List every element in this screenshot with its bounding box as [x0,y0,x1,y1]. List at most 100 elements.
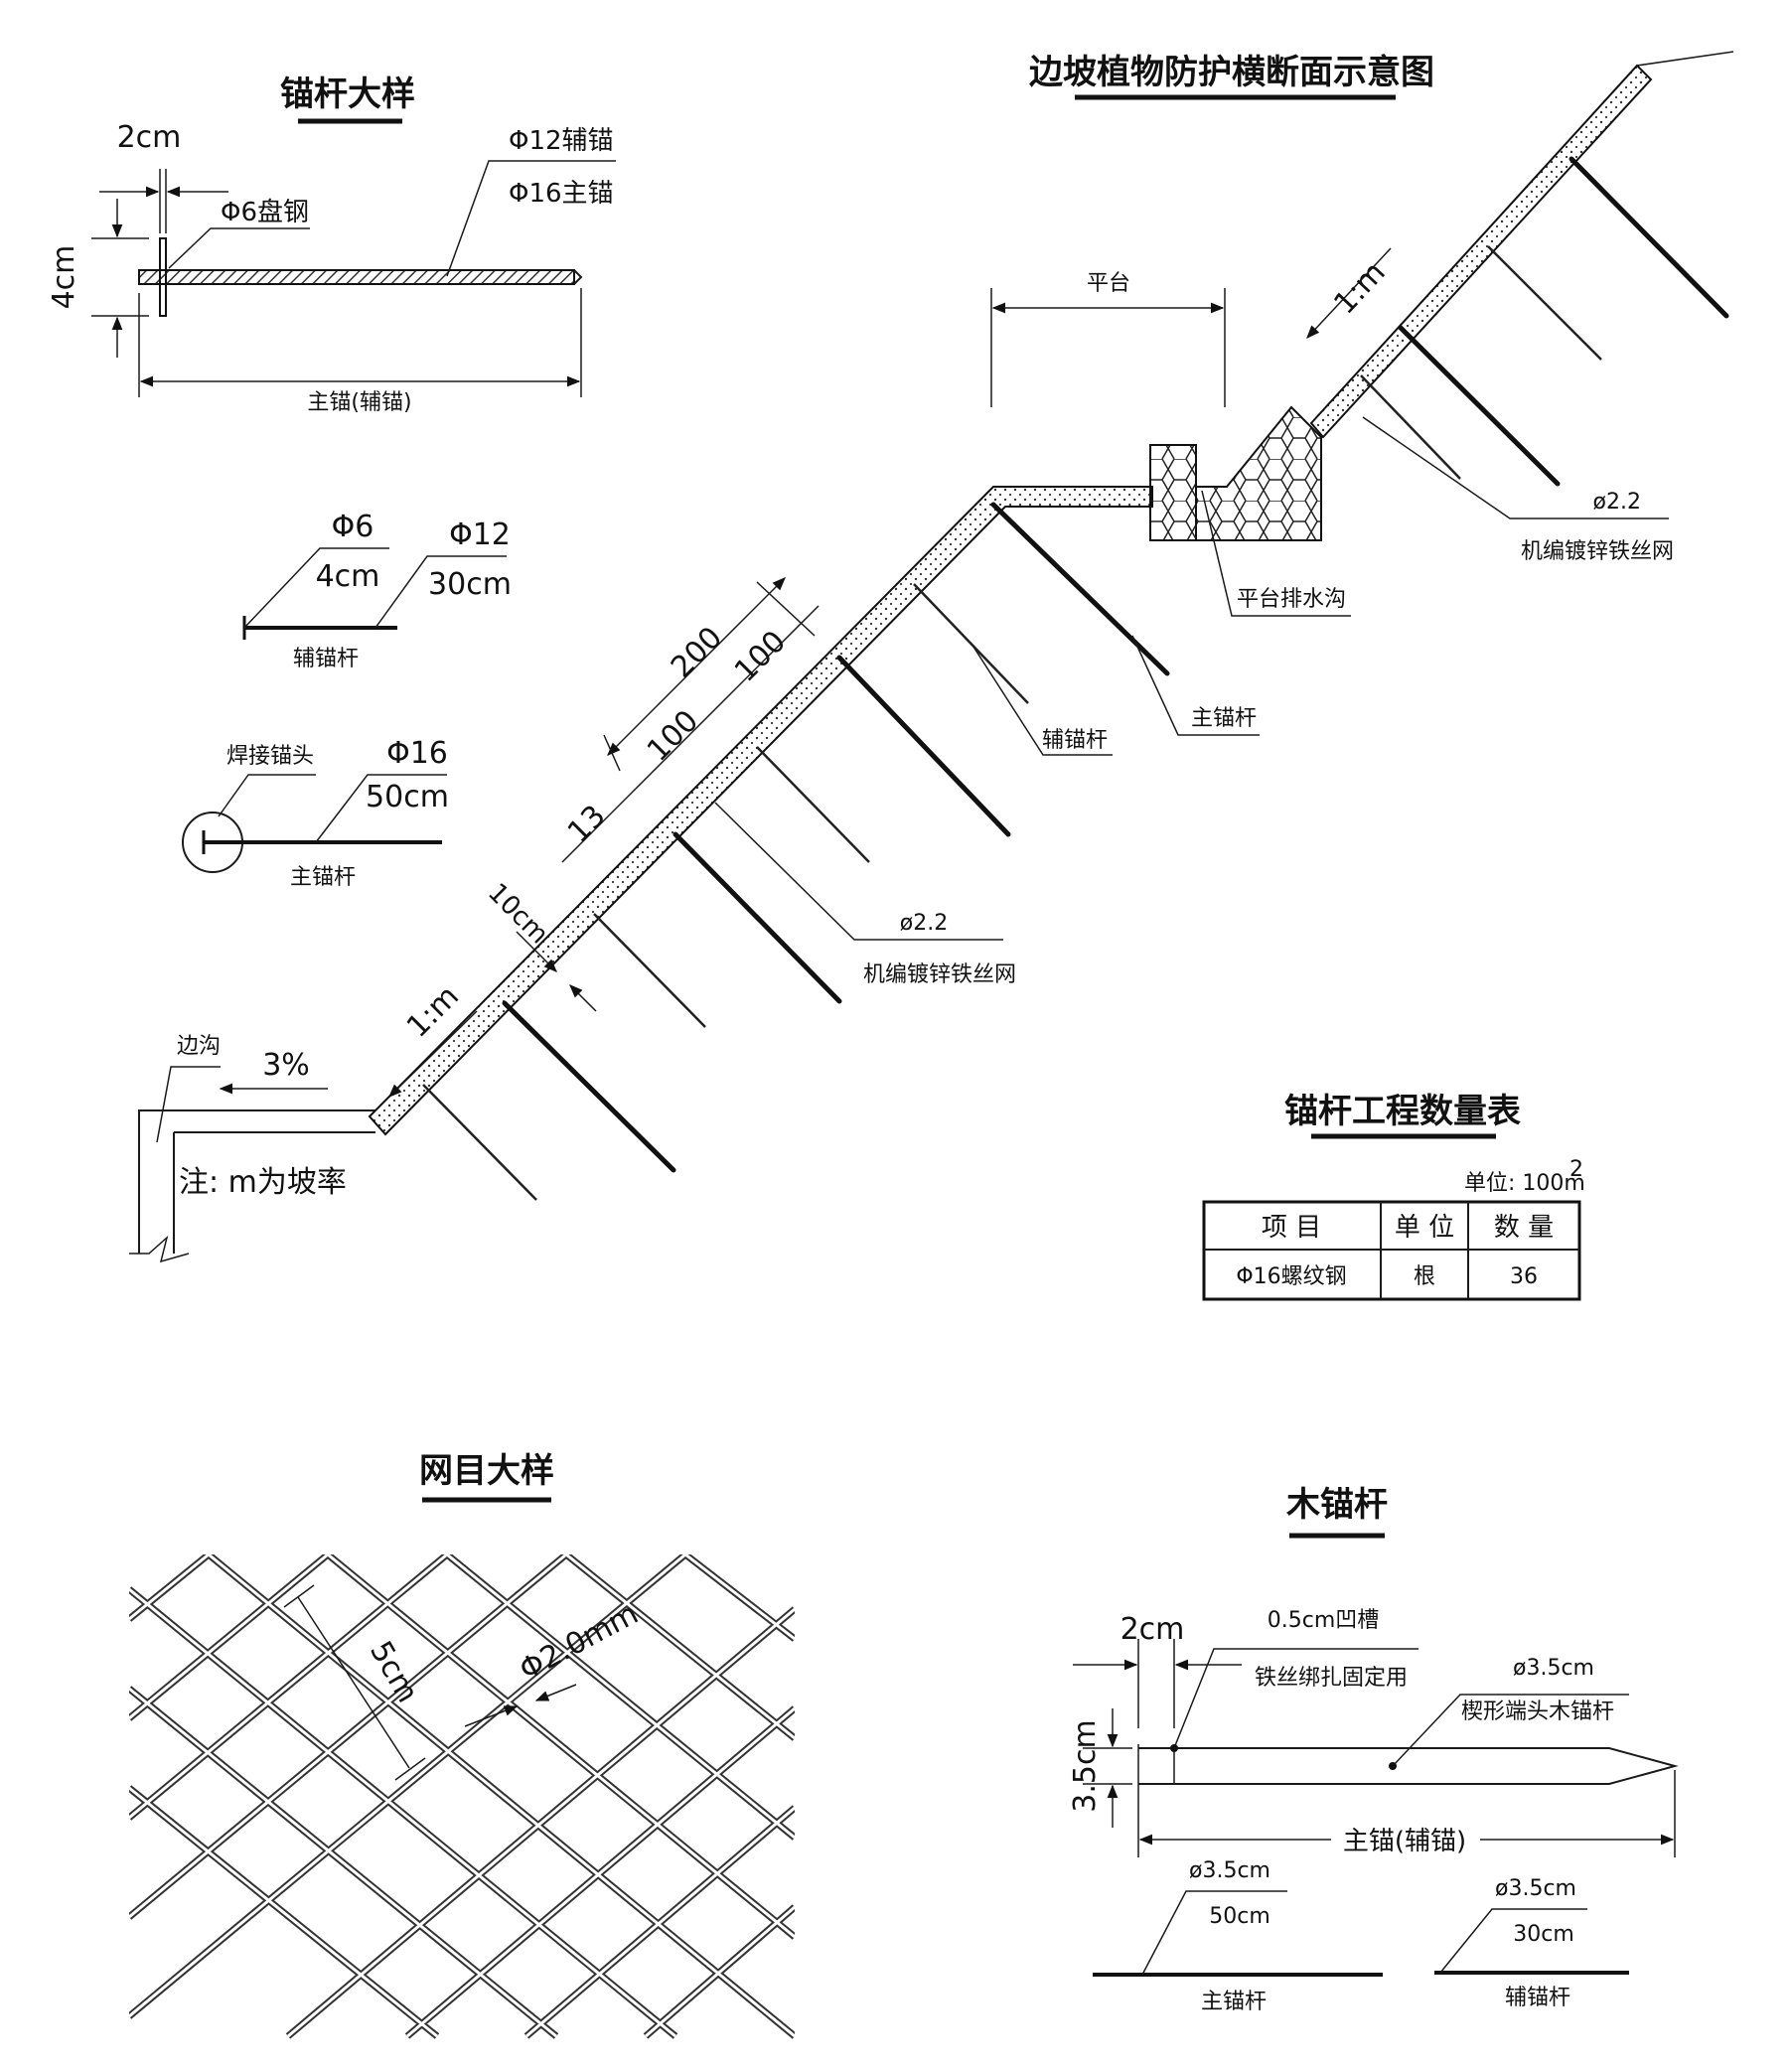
leader-line [156,1066,221,1143]
main-name: 主锚杆 [290,865,356,890]
wood-title: 木锚杆 [1285,1485,1388,1525]
mesh-wires [129,1554,795,2039]
phi6-coil-label: Φ6盘钢 [221,198,309,227]
qty-unit-sup: 2 [1569,1157,1583,1182]
side-ditch-label: 边沟 [177,1034,221,1059]
dim-200 [607,577,786,756]
grade-label: 3% [262,1048,310,1083]
leader-dot [1170,1744,1178,1752]
main-rod-label: 主锚杆 [1191,706,1257,731]
note-text: 注: m为坡率 [179,1165,347,1200]
aux-anchor-rod [593,913,706,1028]
wood-aux-dia: ø3.5cm [1495,1876,1576,1901]
mesh-wires-inner [129,1554,795,2038]
qty-unit: 单位: 100m [1464,1171,1585,1196]
aux-dia2: Φ12 [449,517,511,552]
upper-slope-cover [1309,64,1653,439]
qty-title: 锚杆工程数量表 [1284,1092,1521,1131]
leader-line [218,774,316,817]
dim-2cm: 2cm [117,120,182,155]
slope-arrow [388,1010,478,1098]
leader-line [1131,635,1260,736]
leader-line [1392,1694,1629,1767]
main-len: 50cm [366,780,449,814]
aux-anchor-rod [756,746,870,863]
anchor-detail: 锚杆大样 2cm 4cm Φ6盘钢 Φ12辅锚 Φ16主锚 主锚(辅锚) [47,74,616,415]
aux-len: 30cm [428,567,512,602]
main-anchor-rod [836,655,1011,837]
aux-anchor-rod [1360,374,1461,480]
wood-aux-name: 辅锚杆 [1505,1986,1570,2010]
mesh-wire: Φ2.0mm [514,1596,644,1688]
dim-10cm-label: 10cm [482,878,554,951]
dim-tick [603,734,621,772]
table-header: 单 位 [1395,1213,1454,1243]
wood-main-dia: ø3.5cm [1189,1858,1270,1883]
mesh-upper-name: 机编镀锌铁丝网 [1521,539,1674,564]
ground-line [1636,51,1734,67]
main-dia: Φ16 [386,736,448,771]
rod-tip [573,269,583,285]
dim-arrow [569,984,597,1012]
dim-13-label: 13 [561,799,613,850]
leader-line [243,547,389,629]
slope-upper: 1:m [1327,255,1392,322]
leader-line [971,643,1113,756]
dim-arrow [516,931,557,972]
dim-arrow [464,1705,519,1727]
leader-line [446,160,616,277]
dim-4cm: 4cm [47,245,81,310]
platform-label: 平台 [1087,271,1130,296]
leader-line [714,802,1003,941]
wood-length-label: 主锚(辅锚) [1343,1827,1466,1856]
table-header: 数 量 [1494,1213,1554,1243]
break-line [129,1235,190,1263]
aux-dia: Φ6 [332,510,374,544]
mesh-upper-dia: ø2.2 [1593,490,1641,515]
quantity-table: 锚杆工程数量表 单位: 100m 2 项 目 单 位 数 量 Φ16螺纹钢 根 … [1202,1092,1585,1301]
anchor-detail-title: 锚杆大样 [280,74,415,114]
main-anchor-rod [1568,156,1729,319]
aux-head: 4cm [316,559,380,594]
slope-arrow [1306,247,1392,339]
aux-anchor-rod [1487,245,1602,361]
weld-label: 焊接锚头 [226,744,314,769]
wood-main-len: 50cm [1209,1904,1270,1929]
mesh-detail: 网目大样 5cm Φ2.0mm [129,1451,795,2039]
dim-tick [394,1757,426,1781]
wood-anchor: 木锚杆 2cm 3.5cm 0.5cm凹槽 铁丝绑扎固定用 ø3.5cm 楔形端… [1068,1485,1679,2014]
wood-dim-35cm: 3.5cm [1068,1719,1103,1812]
mesh-size: 5cm [363,1636,425,1709]
wood-desc: 楔形端头木锚杆 [1461,1700,1614,1724]
aux-anchor-rod [422,1084,537,1201]
aux-anchor-rod [913,583,1029,704]
main-anchor-rod [990,502,1170,676]
table-cell: 36 [1510,1264,1538,1289]
mesh-lower-name: 机编镀锌铁丝网 [863,962,1016,987]
dim-100-line [635,605,820,790]
table-header: 项 目 [1262,1213,1321,1243]
road-edge [138,1109,375,1254]
leader-line [374,555,507,629]
phi16-label: Φ16主锚 [509,179,614,209]
wood-rod [1138,1747,1679,1785]
dim-13-line [561,788,637,863]
drain-block-right [1195,405,1322,541]
dim-200-label: 200 [665,620,729,684]
wood-dim-2cm: 2cm [1120,1612,1185,1647]
aux-rod-label: 辅锚杆 [1042,728,1108,753]
leader-line [168,227,310,269]
main-anchor-rod [1398,325,1561,487]
dim-line [297,1596,410,1769]
leader-line [1173,1648,1419,1749]
drain-block-left [1149,444,1197,541]
main-anchor-rod [672,831,842,1004]
table-cell: 根 [1414,1264,1435,1289]
section-title: 边坡植物防护横断面示意图 [1029,53,1434,92]
mesh-title: 网目大样 [419,1451,554,1491]
length-label: 主锚(辅锚) [307,390,411,415]
dim-tick [283,1584,315,1608]
leader-line [1439,1908,1587,1974]
mesh-lower-dia: ø2.2 [900,911,948,936]
